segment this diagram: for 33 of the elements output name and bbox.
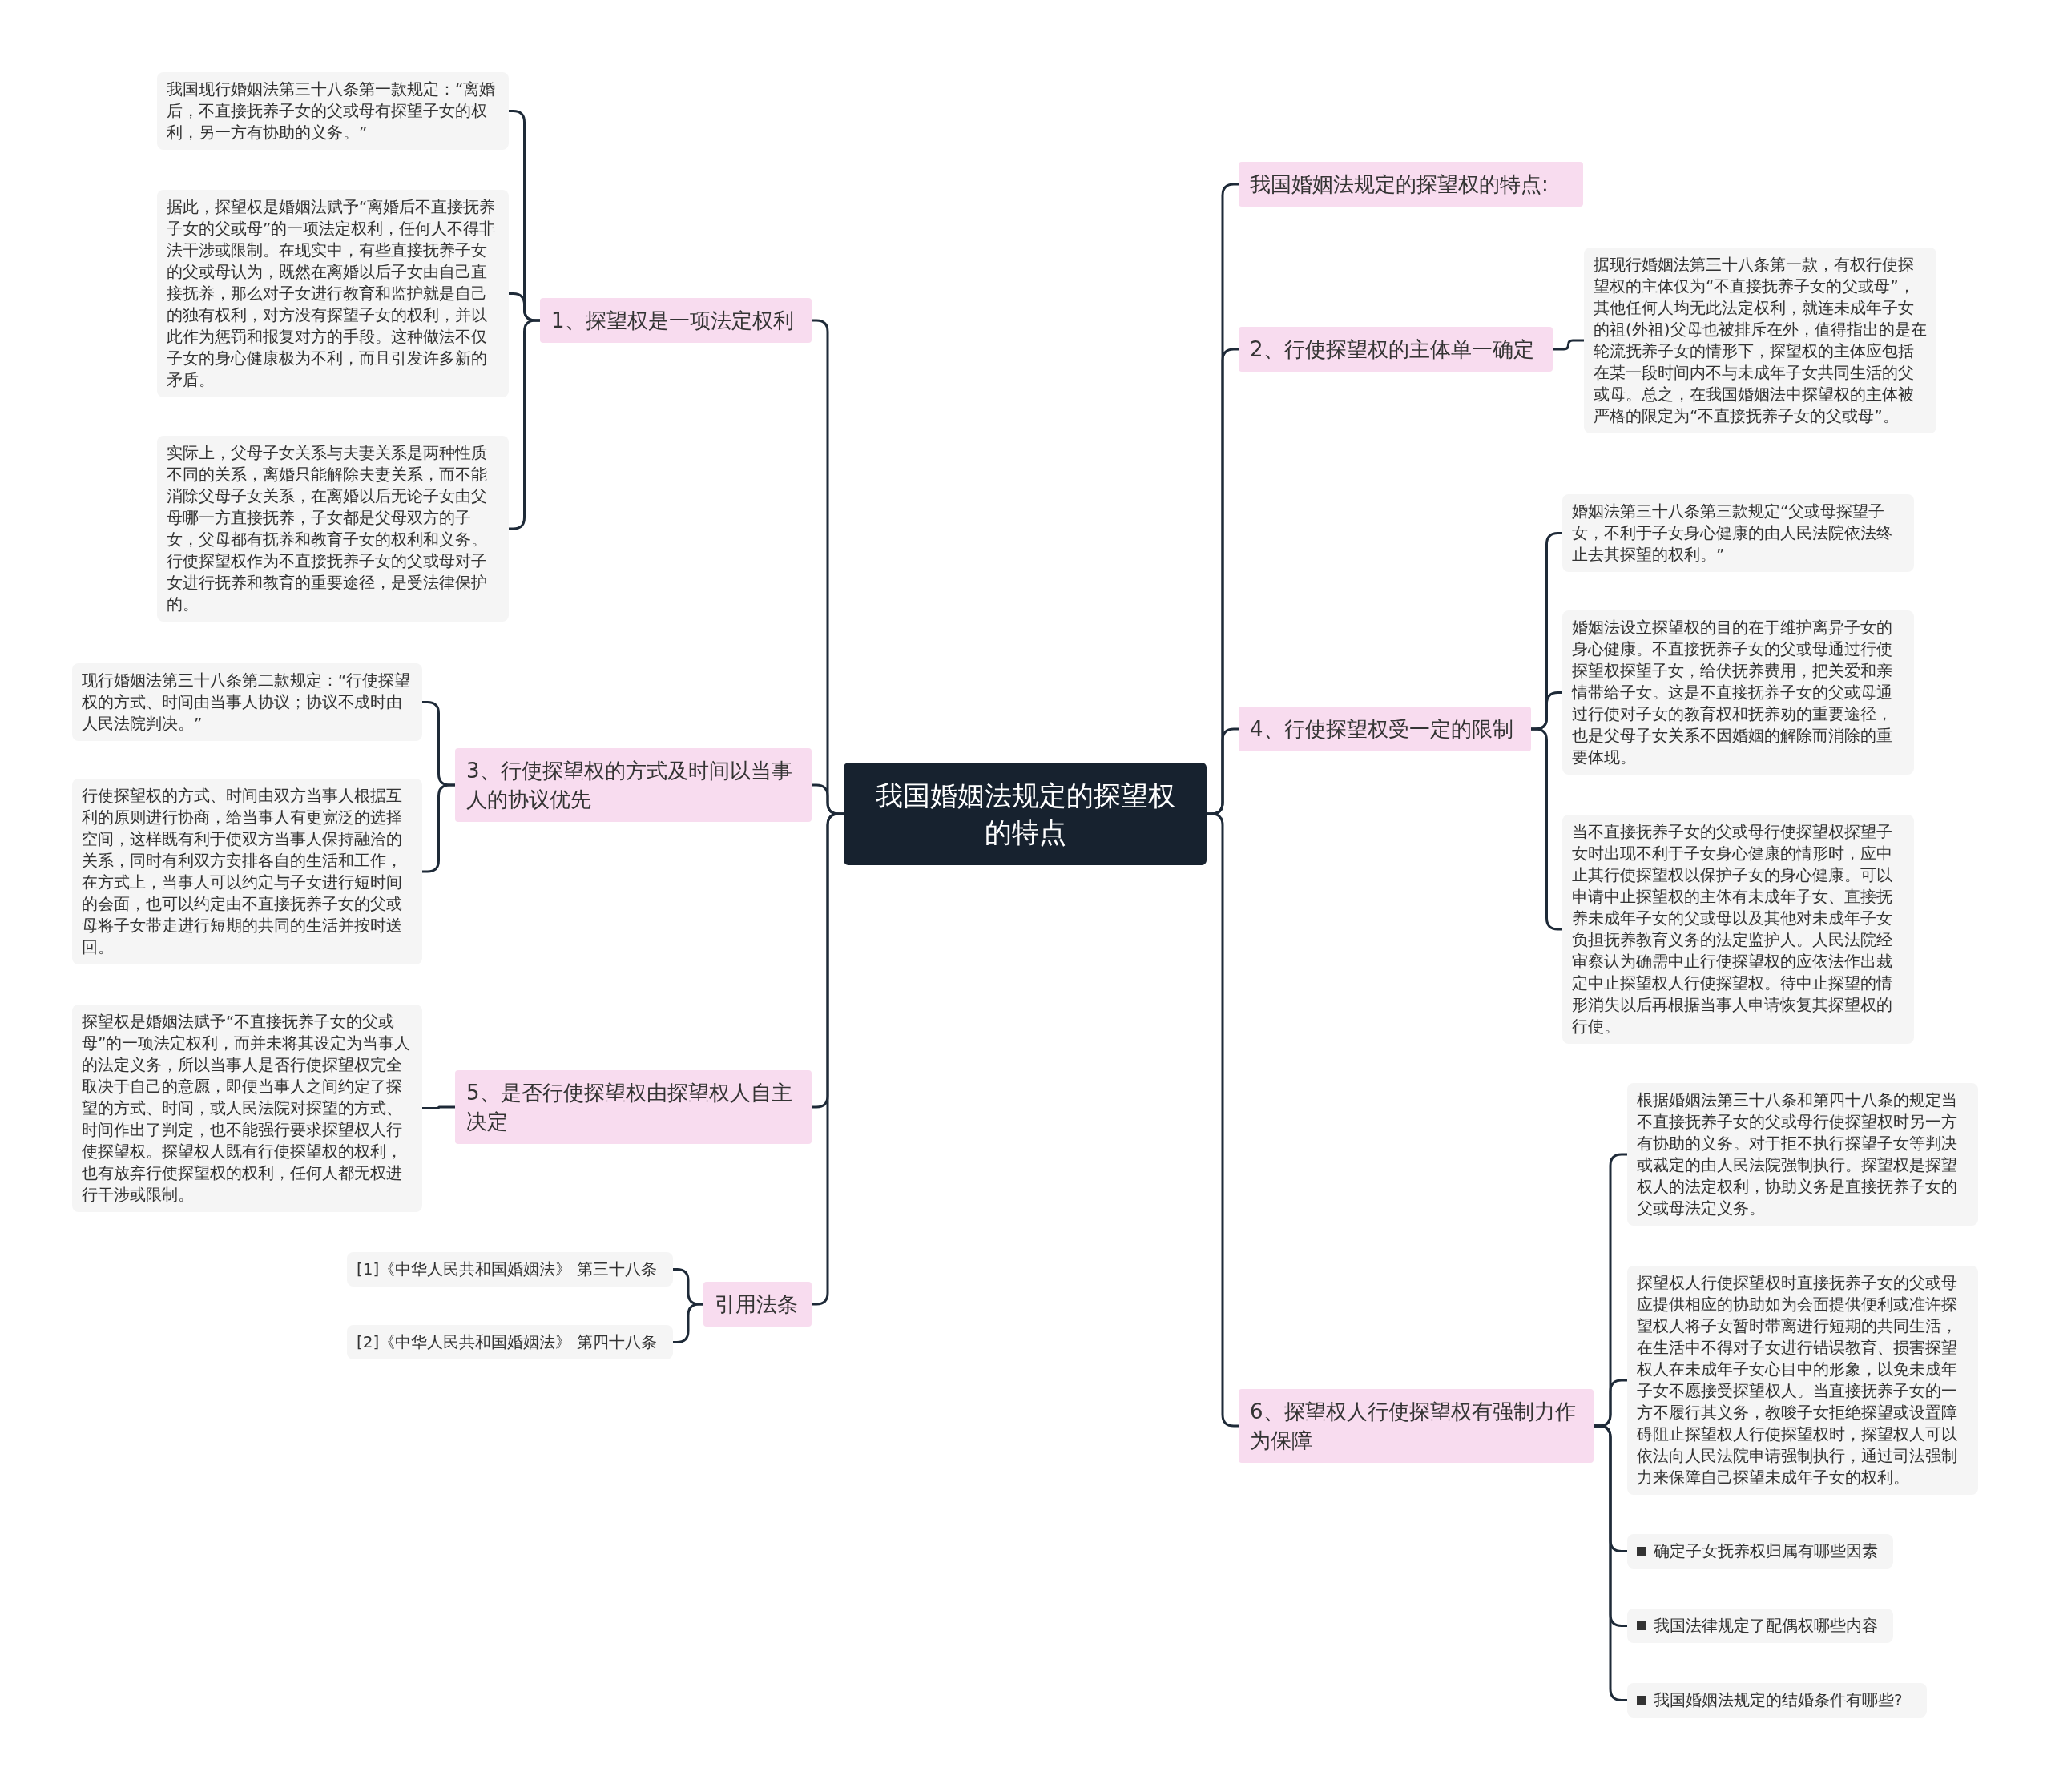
note-card: 婚姻法设立探望权的目的在于维护离异子女的身心健康。不直接抚养子女的父或母通过行使探望权探望子女，给伏抚养费用，把关爱和亲情带给子女。这是不直接抚养子女的父或母通过行使对子女的教育权和抚养劝的重要途径，也是父母子女关系不因婚姻的解除而消除的重要体现。 (1562, 610, 1914, 775)
branch-topic: 2、行使探望权的主体单一确定 (1239, 327, 1553, 372)
connector-line (422, 783, 455, 873)
branch-topic: 我国婚姻法规定的探望权的特点: (1239, 162, 1583, 207)
note-card: 我国现行婚姻法第三十八条第一款规定：“离婚后，不直接抚养子女的父或母有探望子女的权利，另一方有协助的义务。” (157, 72, 509, 150)
note-card: 现行婚姻法第三十八条第二款规定：“行使探望权的方式、时间由当事人协议；协议不成时由人民法院判决。” (72, 663, 422, 741)
note-card: 行使探望权的方式、时间由双方当事人根据互利的原则进行协商，给当事人有更宽泛的选择空间，这样既有利于使双方当事人保持融洽的关系，同时有利双方安排各自的生活和工作，在方式上，当事人可以约定与子女进行短时间的会面，也可以约定由不直接抚养子女的父或母将子女带走进行短期的共同的生活并按时送回。 (72, 779, 422, 964)
branch-topic: 3、行使探望权的方式及时间以当事人的协议优先 (455, 748, 812, 822)
note-card: 据此，探望权是婚姻法赋予“离婚后不直接抚养子女的父或母”的一项法定权利，任何人不得非法干涉或限制。在现实中，有些直接抚养子女的父或母认为，既然在离婚以后子女由自己直接抚养，那么对子女进行教育和监护就是自己的独有权利，对方没有探望子女的权利，并以此作为惩罚和报复对方的手段。这种做法不仅子女的身心健康极为不利，而且引发许多新的矛盾。 (157, 190, 509, 397)
central-topic: 我国婚姻法规定的探望权的特点 (844, 763, 1207, 865)
link-card (1627, 1683, 1927, 1718)
connector-line (422, 1105, 455, 1109)
note-card: 根据婚姻法第三十八条和第四十八条的规定当不直接抚养子女的父或母行使探望权时另一方有协助的义务。对于拒不执行探望子女等判决或裁定的由人民法院强制执行。探望权是探望权人的法定权利，协助义务是直接抚养子女的父或母法定义务。 (1627, 1083, 1978, 1226)
connector-line (1553, 339, 1584, 351)
note-card: 实际上，父母子女关系与夫妻关系是两种性质不同的关系，离婚只能解除夫妻关系，而不能消除父母子女关系，在离婚以后无论子女由父母哪一方直接抚养，子女都是父母双方的子女，父母都有抚养和教育子女的权利和义务。行使探望权作为不直接抚养子女的父或母对子女进行抚养和教育的重要途径，是受法律保护的。 (157, 436, 509, 622)
note-card: 探望权是婚姻法赋予“不直接抚养子女的父或母”的一项法定权利，而并未将其设定为当事人的法定义务，所以当事人是否行使探望权完全取决于自己的意愿，即便当事人之间约定了探望的方式、时间，或人民法院对探望的方式、时间作出了判定，也不能强行要求探望权人行使探望权。探望权人既有行使探望权的权利，也有放弃行使探望权的权利，任何人都无权进行干涉或限制。 (72, 1005, 422, 1212)
link-card (1627, 1534, 1893, 1569)
link-text: 我国婚姻法规定的结婚条件有哪些? (1654, 1689, 1903, 1711)
branch-topic: 5、是否行使探望权由探望权人自主决定 (455, 1070, 812, 1144)
note-card: 据现行婚姻法第三十八条第一款，有权行使探望权的主体仅为“不直接抚养子女的父或母”，其他任何人均无此法定权利，就连未成年子女的祖(外祖)父母也被排斥在外，值得指出的是在轮流抚养子女的情形下，探望权的主体应包括在某一段时间内不与未成年子女共同生活的父或母。总之，在我国婚姻法中探望权的主体被严格的限定为“不直接抚养子女的父或母”。 (1584, 248, 1936, 433)
note-card: 探望权人行使探望权时直接抚养子女的父或母应提供相应的协助如为会面提供便利或准许探望权人将子女暂时带离进行短期的共同生活，在生活中不得对子女进行错误教育、损害探望权人在未成年子女心目中的形象，以免未成年子女不愿接受探望权人。当直接抚养子女的一方不履行其义务，教唆子女拒绝探望或设置障碍阻止探望权人行使探望权时，探望权人可以依法向人民法院申请强制执行，通过司法强制力来保障自己探望未成年子女的权利。 (1627, 1266, 1978, 1495)
branch-topic: 1、探望权是一项法定权利 (540, 298, 812, 343)
link-text: 确定子女抚养权归属有哪些因素 (1654, 1540, 1878, 1562)
branch-topic: 引用法条 (703, 1282, 812, 1327)
branch-topic: 4、行使探望权受一定的限制 (1239, 707, 1531, 751)
note-card: [2]《中华人民共和国婚姻法》 第四十八条 (347, 1325, 673, 1359)
link-text: 我国法律规定了配偶权哪些内容 (1654, 1615, 1878, 1637)
note-card: 当不直接抚养子女的父或母行使探望权探望子女时出现不利于子女身心健康的情形时，应中止其行使探望权以保护子女的身心健康。可以申请中止探望权的主体有未成年子女、直接抚养未成年子女的父或母以及其他对未成年子女负担抚养教育义务的法定监护人。人民法院经审察认为确需中止行使探望权的应依法作出裁定中止探望权人行使探望权。待中止探望的情形消失以后再根据当事人申请恢复其探望权的行使。 (1562, 815, 1914, 1044)
connector-line (673, 1303, 703, 1343)
link-card (1627, 1609, 1893, 1643)
note-card: [1]《中华人民共和国婚姻法》 第三十八条 (347, 1252, 673, 1287)
note-card: 婚姻法第三十八条第三款规定“父或母探望子女，不利于子女身心健康的由人民法院依法终止去其探望的权利。” (1562, 494, 1914, 572)
branch-topic: 6、探望权人行使探望权有强制力作为保障 (1239, 1389, 1594, 1463)
